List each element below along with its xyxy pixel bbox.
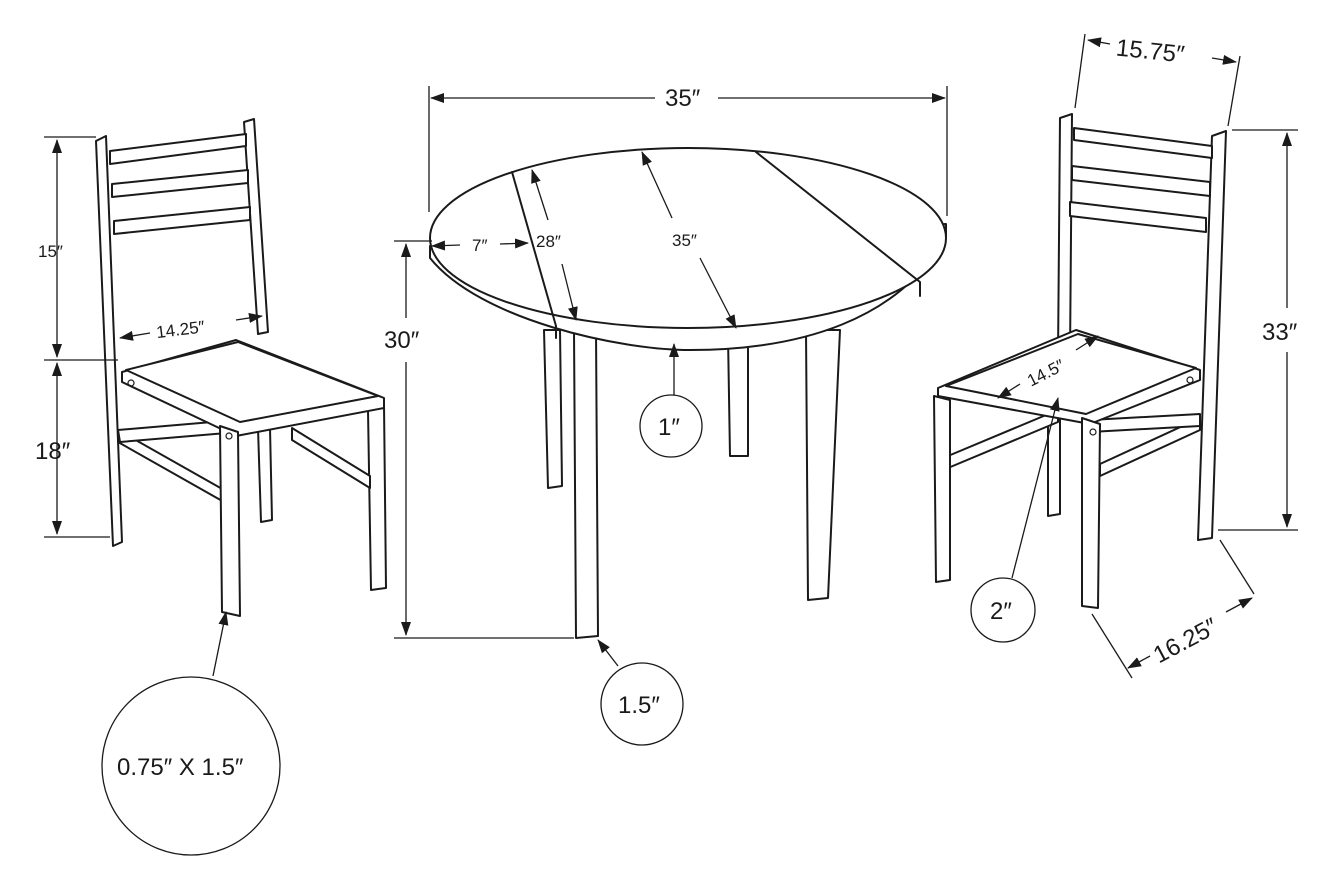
left-chair-front-right-leg [367,403,387,591]
right-chair-bolt-2 [1186,376,1194,384]
right-chair-left-rail [947,409,1059,469]
right-chair-dimensions [997,33,1298,679]
left-back-height-label: 15″ [38,242,63,261]
top-thickness-callout [639,394,703,458]
left-chair-front-leg [219,425,241,617]
table-diameter-label: 35″ [672,231,697,250]
table-leg-back-right [727,335,749,457]
left-leg-callout [101,676,281,856]
left-chair-slat-3 [113,206,251,235]
table-dimensions [394,86,948,667]
table-leg-front-left [573,329,599,639]
left-chair-back-post-left [95,135,123,547]
table-leg-label: 1.5″ [618,692,660,719]
table-leaf-line-left [511,171,557,339]
right-total-height-label: 33″ [1262,319,1298,346]
left-leg-size-label: 0.75″ X 1.5″ [117,754,244,781]
left-chair-dimensions [44,136,263,677]
right-chair-bolt [1089,428,1097,436]
table [429,147,947,639]
right-chair-front-right-leg [1081,417,1101,609]
left-chair-rear-leg [257,427,273,523]
leaf-drop-label: 7″ [472,236,487,255]
right-chair-back-post-left [1057,113,1073,359]
left-chair-slat-1 [109,133,247,165]
left-chair-bolt-2 [225,432,233,440]
left-chair [95,118,387,617]
top-thickness-label: 1″ [658,414,680,441]
left-chair-back-post-right [243,118,269,335]
table-top [429,147,947,329]
right-chair-slat-2 [1071,165,1211,197]
left-chair-right-rail [291,427,371,489]
table-leg-back-left [543,329,563,489]
table-width-label: 35″ [665,85,701,112]
table-height-label: 30″ [384,327,420,354]
left-seat-height-label: 18″ [35,438,71,465]
right-chair-slat-1 [1073,127,1213,159]
table-leaf-line-right [755,151,921,297]
left-chair-bolt [127,379,135,387]
right-seat-thickness-label: 2″ [990,598,1012,625]
left-chair-seat-cushion [125,341,379,423]
left-chair-slat-2 [111,169,249,198]
right-depth-label: 16.25″ [1149,613,1223,669]
seat-thickness-callout [970,577,1036,643]
right-chair-front-left-leg [933,395,951,583]
right-chair [933,113,1227,609]
table-leg-front-right [805,329,841,601]
right-chair-rear-left-leg [1047,419,1061,517]
right-chair-back-post-right [1197,130,1227,541]
table-leg-callout [600,662,684,746]
left-seat-width-label: 14.25″ [155,317,206,342]
right-back-width-label: 15.75″ [1115,34,1187,68]
leaf-depth-label: 28″ [536,232,561,251]
right-chair-slat-3 [1069,201,1207,233]
